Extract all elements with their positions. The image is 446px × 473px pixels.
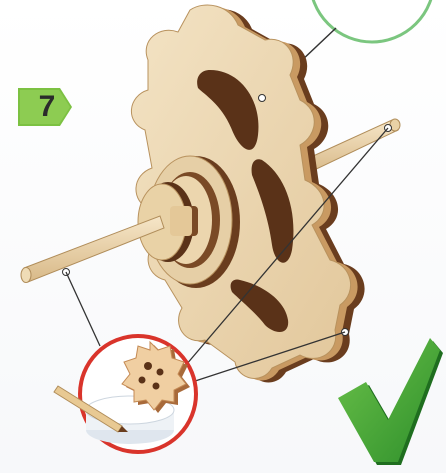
check-mark-icon — [338, 338, 443, 465]
step-number: 7 — [30, 90, 64, 124]
step-badge: 7 — [18, 88, 74, 126]
detail-callout — [54, 336, 196, 452]
